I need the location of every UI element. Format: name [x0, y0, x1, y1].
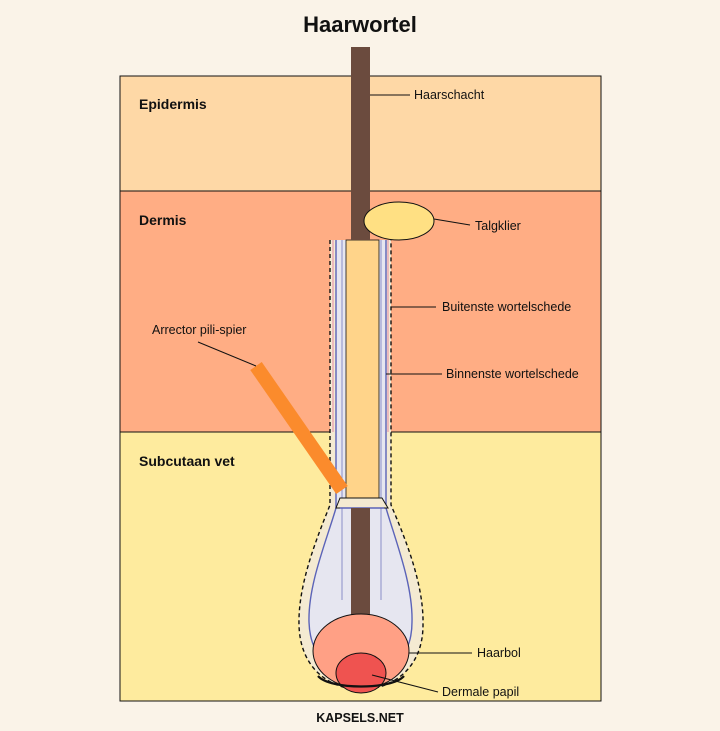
- bulb-base-arc: [317, 675, 405, 688]
- arrector-pili-muscle: [250, 362, 348, 494]
- sebaceous-gland: [363, 201, 435, 241]
- matrix-transition: [335, 497, 389, 509]
- label-bulb: Haarbol: [477, 646, 521, 660]
- leader-sebaceous: [433, 218, 471, 226]
- brand-watermark: KAPSELS.NET: [316, 711, 404, 725]
- dermal-papilla: [335, 652, 387, 694]
- leader-arrector: [197, 341, 257, 367]
- subcutis-label: Subcutaan vet: [139, 453, 235, 469]
- root-sheath-column: [345, 239, 380, 499]
- label-arrector: Arrector pili-spier: [152, 323, 246, 337]
- hair-shaft-upper: [351, 47, 370, 240]
- hair-shaft-lower: [351, 508, 370, 618]
- label-shaft: Haarschacht: [414, 88, 485, 102]
- label-inner-sheath: Binnenste wortelschede: [446, 367, 579, 381]
- diagram-title: Haarwortel: [303, 12, 417, 37]
- leader-lines: [197, 94, 472, 693]
- label-outer-sheath: Buitenste wortelschede: [442, 300, 571, 314]
- epidermis-label: Epidermis: [139, 96, 207, 112]
- label-papilla: Dermale papil: [442, 685, 519, 699]
- leader-papilla: [371, 674, 439, 693]
- label-sebaceous: Talgklier: [475, 219, 521, 233]
- outer-root-sheath-dashed: [298, 240, 424, 691]
- dermis-label: Dermis: [139, 212, 187, 228]
